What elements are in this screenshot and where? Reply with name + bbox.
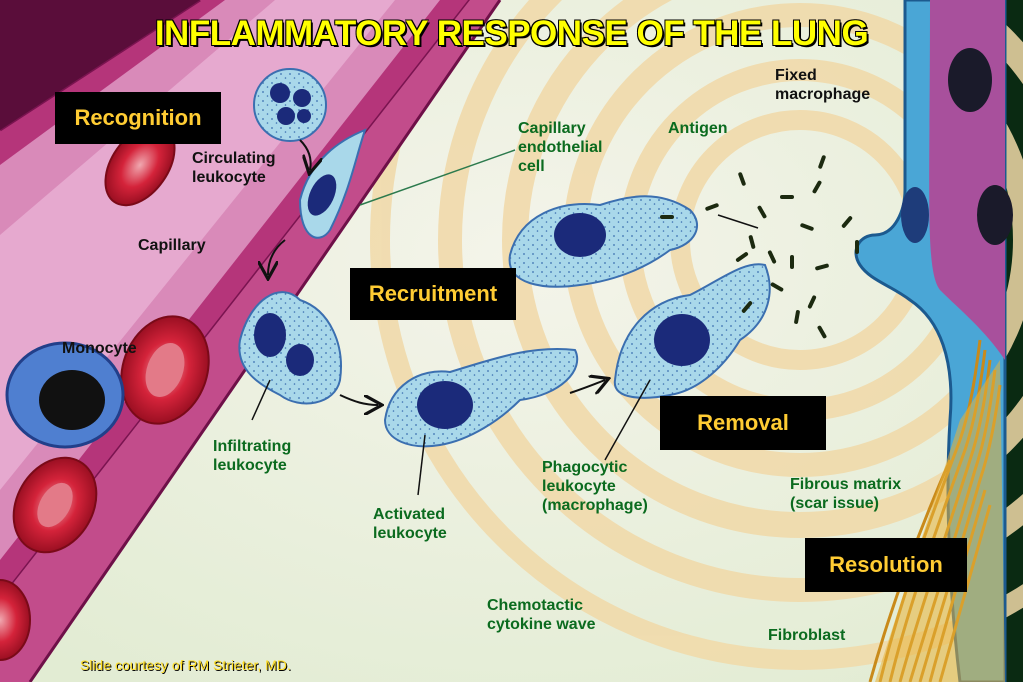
antigen-icon — [660, 155, 859, 339]
phagocytic-macrophage-icon — [613, 263, 771, 399]
stage-resolution: Resolution — [805, 538, 967, 592]
fibrous-matrix — [875, 360, 1005, 682]
label-fibroblast: Fibroblast — [768, 627, 846, 644]
label-fixed-macrophage: Fixed macrophage — [775, 67, 871, 103]
endothelial-pointer — [359, 149, 516, 206]
stage-recruitment: Recruitment — [350, 268, 516, 320]
vessel-lumen — [0, 0, 200, 130]
label-fibrous-matrix: Fibrous matrix (scar issue) — [790, 476, 902, 512]
label-phagocytic-leukocyte: Phagocytic leukocyte (macrophage) — [542, 459, 648, 514]
slide-title: INFLAMMATORY RESPONSE OF THE LUNG — [154, 14, 869, 53]
leukocyte-icon — [253, 68, 327, 142]
label-infiltrating-leukocyte: Infiltrating leukocyte — [213, 438, 292, 474]
slide-credit: Slide courtesy of RM Strieter, MD. — [80, 657, 291, 673]
activated-leukocyte-icon — [383, 348, 578, 448]
pointer-lines — [251, 214, 759, 496]
red-blood-cell-icon — [0, 123, 210, 661]
label-chemotactic-cytokine-wave: Chemotactic cytokine wave — [487, 597, 596, 633]
stage-recognition: Recognition — [55, 92, 221, 144]
arrow-icon — [268, 139, 605, 405]
label-antigen: Antigen — [668, 120, 728, 137]
label-capillary: Capillary — [138, 237, 206, 254]
label-monocyte: Monocyte — [62, 340, 137, 357]
macrophage-icon — [508, 195, 699, 288]
label-capillary-endothelial-cell: Capillary endothelial cell — [518, 120, 603, 175]
label-circulating-leukocyte: Circulating leukocyte — [192, 150, 276, 186]
adhering-leukocyte-icon — [298, 128, 367, 239]
label-activated-leukocyte: Activated leukocyte — [373, 506, 447, 542]
infiltrating-leukocyte-icon — [238, 291, 342, 405]
stage-removal: Removal — [660, 396, 826, 450]
monocyte-icon — [5, 341, 125, 449]
